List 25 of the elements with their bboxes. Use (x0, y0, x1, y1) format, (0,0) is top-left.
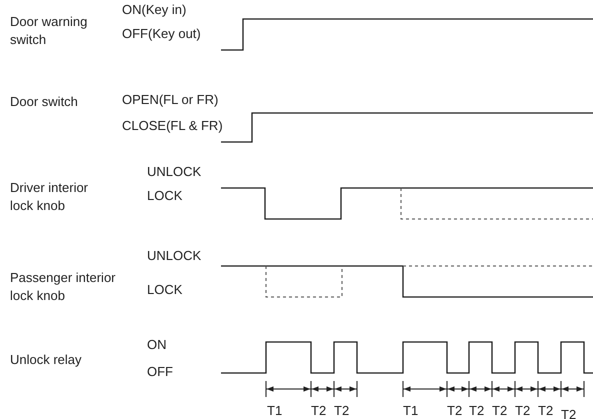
state-label: UNLOCK (147, 247, 202, 265)
state-label: ON (147, 336, 166, 354)
time-label: T2 (561, 406, 576, 419)
time-label: T2 (334, 402, 350, 419)
time-label: T1 (403, 402, 418, 419)
time-label: T2 (311, 402, 326, 419)
time-label: T2 (492, 402, 508, 419)
time-label: T2 (447, 402, 462, 419)
state-label: OPEN(FL or FR) (122, 91, 218, 109)
state-label: UNLOCK (147, 163, 202, 181)
state-label: OFF (147, 363, 173, 381)
state-label: LOCK (147, 187, 182, 205)
time-label: T1 (267, 402, 282, 419)
state-label: ON(Key in) (122, 1, 186, 19)
state-label: OFF(Key out) (122, 25, 201, 43)
time-label: T2 (469, 402, 484, 419)
signal-name: Driver interior lock knob (10, 179, 90, 215)
signal-name: Door warning switch (10, 13, 88, 49)
state-label: LOCK (147, 281, 182, 299)
time-label: T2 (538, 402, 554, 419)
time-label: T2 (515, 402, 530, 419)
state-label: CLOSE(FL & FR) (122, 117, 223, 135)
signal-name: Door switch (10, 93, 78, 111)
signal-name: Passenger interior lock knob (10, 269, 116, 305)
signal-name: Unlock relay (10, 351, 82, 369)
